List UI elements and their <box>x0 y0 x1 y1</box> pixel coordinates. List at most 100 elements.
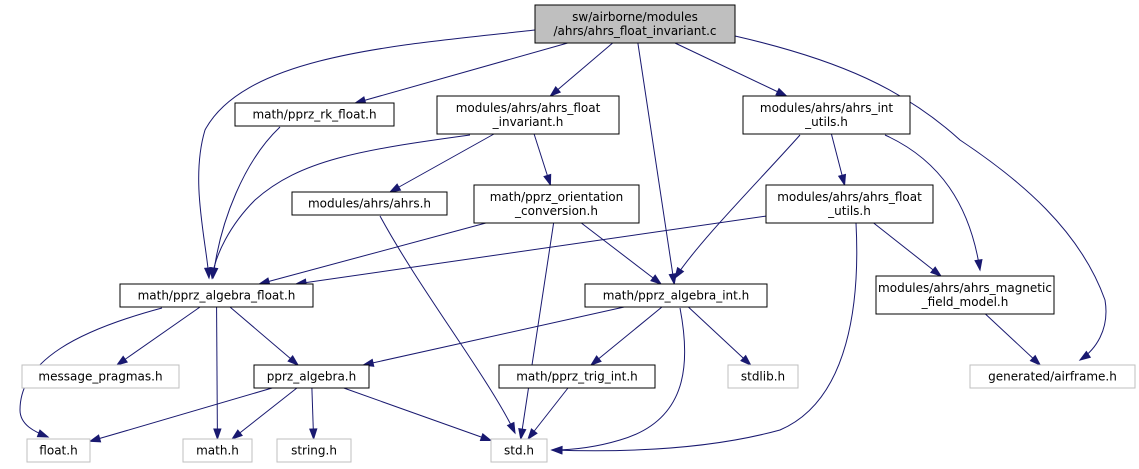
edge-line <box>637 42 675 285</box>
arrowhead-icon <box>837 173 847 187</box>
edge-orient-to-std_h <box>518 222 555 441</box>
node-box <box>727 364 799 389</box>
edge-pprz_alg-to-std_h <box>343 387 493 442</box>
arrowhead-icon <box>549 85 562 97</box>
edge-alg_int-to-pprz_alg <box>361 306 625 367</box>
edge-line <box>355 42 568 104</box>
node-label: modules/ahrs/ahrs_magnetic <box>878 281 1052 295</box>
arrowhead-icon <box>740 354 752 367</box>
node-int-utils[interactable]: modules/ahrs/ahrs_int_utils.h <box>742 95 911 135</box>
node-ahrs-h[interactable]: modules/ahrs/ahrs.h <box>291 191 448 216</box>
node-box <box>490 438 548 463</box>
node-label: modules/ahrs/ahrs_int <box>760 101 894 115</box>
edge-afi_h-to-alg_float <box>209 134 471 280</box>
edge-alg_int-to-trig_int <box>589 306 663 366</box>
arrowhead-icon <box>36 429 50 438</box>
edge-line <box>229 306 299 366</box>
node-stdlib: stdlib.h <box>727 364 799 389</box>
node-label: math/pprz_algebra_float.h <box>138 289 296 303</box>
node-label: float.h <box>39 444 77 458</box>
node-afi-h[interactable]: modules/ahrs/ahrs_float_invariant.h <box>436 95 620 135</box>
node-label: std.h <box>504 444 534 458</box>
node-label: math/pprz_rk_float.h <box>252 108 376 122</box>
edge-line <box>211 134 471 279</box>
node-box <box>26 438 91 463</box>
arrowhead-icon <box>775 87 788 97</box>
edge-line <box>212 126 281 279</box>
arrowhead-icon <box>930 266 943 277</box>
edge-afi_h-to-ahrs_h <box>388 133 495 193</box>
edges-layer <box>19 29 1107 455</box>
arrowhead-icon <box>974 258 983 272</box>
node-airframe: generated/airframe.h <box>969 364 1136 389</box>
edge-line <box>379 215 516 434</box>
edge-int_utils-to-alg_int <box>674 134 801 280</box>
arrowhead-icon <box>388 183 402 193</box>
edge-root-to-rk_float <box>353 42 568 105</box>
node-box <box>765 184 934 224</box>
node-box <box>21 364 180 389</box>
nodes-layer: sw/airborne/modules/ahrs/ahrs_float_inva… <box>21 4 1136 463</box>
edge-float_utils-to-mag_field <box>873 222 943 277</box>
node-label: _field_model.h <box>921 295 1009 309</box>
node-rk-float[interactable]: math/pprz_rk_float.h <box>234 102 395 127</box>
edge-line <box>216 306 218 440</box>
edge-line <box>734 35 1107 361</box>
edge-ahrs_h-to-std_h <box>379 215 516 435</box>
arrowhead-icon <box>589 355 602 366</box>
node-label: _utils.h <box>827 204 871 218</box>
node-label: math.h <box>196 444 239 458</box>
node-label: generated/airframe.h <box>988 370 1117 384</box>
node-label: modules/ahrs/ahrs_float <box>777 190 922 204</box>
edge-alg_float-to-pprz_alg <box>229 306 300 366</box>
node-alg-float[interactable]: math/pprz_algebra_float.h <box>119 283 314 308</box>
edge-alg_int-to-stdlib <box>688 306 752 367</box>
node-root[interactable]: sw/airborne/modules/ahrs/ahrs_float_inva… <box>534 4 736 44</box>
edge-int_utils-to-mag_field <box>884 134 983 272</box>
arrowhead-icon <box>527 428 538 441</box>
node-trig-int[interactable]: math/pprz_trig_int.h <box>498 364 656 389</box>
node-float-utils[interactable]: modules/ahrs/ahrs_float_utils.h <box>765 184 934 224</box>
node-string-h: string.h <box>276 438 352 463</box>
arrowhead-icon <box>543 173 552 187</box>
arrowhead-icon <box>674 266 685 280</box>
node-box <box>742 95 911 135</box>
node-orient[interactable]: math/pprz_orientation_conversion.h <box>473 184 640 224</box>
arrowhead-icon <box>650 274 663 285</box>
edge-line <box>550 42 613 97</box>
edge-root-to-afi_h <box>549 42 613 97</box>
edge-alg_float-to-msg_pragmas <box>115 306 201 366</box>
edge-line <box>231 387 298 440</box>
edge-line <box>674 134 801 279</box>
node-label: math/pprz_orientation <box>490 190 624 204</box>
edge-orient-to-alg_float <box>257 222 487 286</box>
node-label: _utils.h <box>804 115 848 129</box>
node-box <box>498 364 656 389</box>
edge-line <box>520 222 555 440</box>
edge-line <box>884 134 981 271</box>
node-box <box>276 438 352 463</box>
node-pprz-alg[interactable]: pprz_algebra.h <box>253 364 370 389</box>
node-alg-int[interactable]: math/pprz_algebra_int.h <box>584 283 768 308</box>
edge-line <box>295 215 767 285</box>
node-mag-field[interactable]: modules/ahrs/ahrs_magnetic_field_model.h <box>875 275 1055 315</box>
arrowhead-icon <box>506 421 516 435</box>
edge-trig_int-to-std_h <box>527 387 569 441</box>
edge-line <box>688 306 751 366</box>
edge-line <box>674 42 787 97</box>
node-box <box>291 191 448 216</box>
node-box <box>182 438 253 463</box>
arrowhead-icon <box>1029 354 1042 367</box>
edge-float_utils-to-std_h <box>550 222 858 455</box>
node-msg-pragmas: message_pragmas.h <box>21 364 180 389</box>
node-label: pprz_algebra.h <box>267 370 356 384</box>
node-math-h: math.h <box>182 438 253 463</box>
edge-line <box>551 307 686 451</box>
edge-pprz_alg-to-float_h <box>88 387 273 443</box>
arrowhead-icon <box>287 354 300 366</box>
edge-line <box>873 222 942 277</box>
edge-line <box>527 387 569 440</box>
node-box <box>584 283 768 308</box>
node-label: modules/ahrs/ahrs_float <box>456 101 601 115</box>
